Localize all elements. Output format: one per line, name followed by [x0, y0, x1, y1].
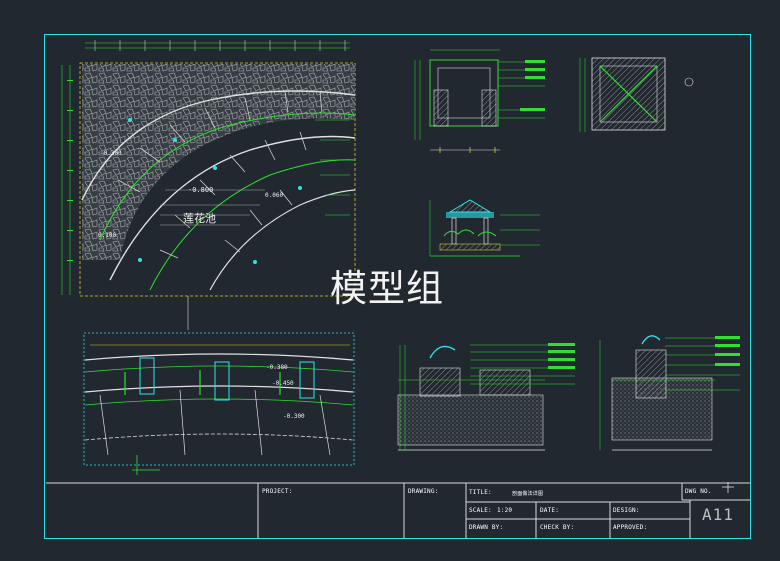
level-label: -0.380 [266, 364, 288, 371]
pavilion-elevation [429, 199, 540, 257]
level-label: -0.300 [100, 150, 122, 157]
title-label: TITLE: [469, 489, 492, 496]
pavilion-plan-detail [414, 49, 545, 153]
drawing-frame [44, 34, 751, 539]
drawn-by-label: DRAWN BY: [469, 524, 504, 531]
title-block-lines [46, 482, 750, 538]
dwg-no-label: DWG NO. [685, 488, 712, 495]
watermark-text: 模型组 [330, 267, 444, 310]
sheet-number: A11 [702, 505, 734, 524]
pool-label: 莲花池 [183, 212, 216, 225]
section-detail-1 [397, 343, 575, 451]
design-label: DESIGN: [613, 507, 640, 514]
level-label: -0.450 [272, 380, 294, 387]
title-value: 剖面做法详图 [512, 491, 544, 497]
level-label: 0.100 [98, 232, 117, 239]
scale-value: 1:20 [497, 507, 513, 514]
section-detail-2 [599, 335, 740, 451]
level-label: -0.800 [188, 186, 214, 194]
scale-label: SCALE: [469, 507, 492, 514]
level-label: -0.300 [283, 413, 305, 420]
drawing-label: DRAWING: [408, 488, 439, 495]
project-label: PROJECT: [262, 488, 293, 495]
approved-label: APPROVED: [613, 524, 648, 531]
roof-plan [579, 57, 694, 132]
detail-plan [83, 332, 355, 475]
plan-view [61, 40, 356, 330]
check-by-label: CHECK BY: [540, 524, 575, 531]
date-label: DATE: [540, 507, 560, 514]
level-label: 0.060 [265, 192, 284, 199]
